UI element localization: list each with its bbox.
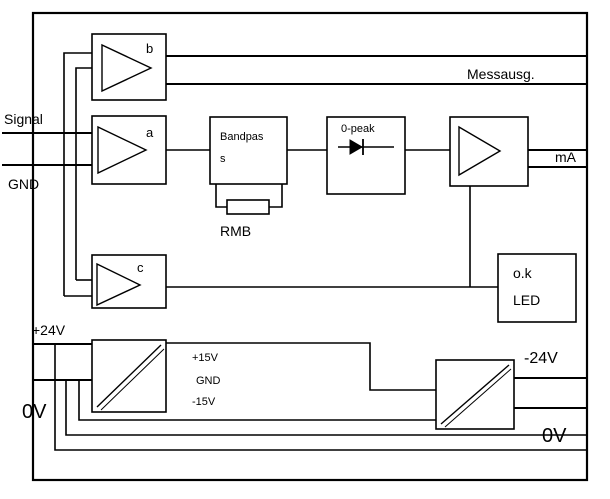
ok-led-label-line2: LED bbox=[513, 292, 540, 308]
minus15-label: -15V bbox=[192, 396, 216, 408]
amplifier-c-label: c bbox=[137, 260, 144, 275]
bandpass-filter: Bandpas s RMB bbox=[209, 116, 288, 239]
output-amplifier bbox=[449, 116, 529, 187]
amplifier-a-label: a bbox=[146, 125, 154, 140]
bandpass-label-line2: s bbox=[220, 153, 226, 165]
diode-icon bbox=[349, 139, 363, 155]
zero-v-right-label: 0V bbox=[542, 425, 567, 447]
amplifier-c-symbol bbox=[96, 262, 142, 307]
signal-chain-wiring bbox=[166, 149, 587, 288]
minus24v-label: -24V bbox=[524, 350, 558, 367]
ma-output-label: mA bbox=[555, 149, 577, 165]
ok-led-indicator: o.k LED bbox=[497, 253, 577, 323]
measurement-output-lines bbox=[166, 55, 587, 85]
rmb-resistor bbox=[226, 199, 270, 215]
zero-peak-detector: 0-peak bbox=[326, 116, 406, 195]
dc-dc-converter-negative bbox=[435, 359, 515, 430]
plus15-label: +15V bbox=[192, 352, 219, 364]
enclosure-frame bbox=[31, 11, 589, 482]
converter-negative-diagonal-2 bbox=[444, 368, 512, 428]
rmb-label: RMB bbox=[220, 223, 251, 239]
amplifier-a-symbol bbox=[97, 125, 148, 175]
gnd-input-label: GND bbox=[8, 176, 39, 192]
input-wiring bbox=[2, 52, 92, 297]
converter-main-diagonal bbox=[96, 344, 162, 408]
signal-label: Signal bbox=[4, 111, 43, 127]
power-wiring bbox=[33, 342, 587, 451]
amplifier-b-symbol bbox=[101, 43, 153, 93]
zero-v-left-label: 0V bbox=[22, 401, 47, 423]
dc-dc-converter-main: +15V GND -15V bbox=[91, 339, 221, 413]
zero-peak-label: 0-peak bbox=[341, 123, 375, 135]
bandpass-label-line1: Bandpas bbox=[220, 131, 264, 143]
gnd-out-label: GND bbox=[196, 375, 221, 387]
amplifier-c: c bbox=[91, 254, 167, 309]
supply-24v-label: +24V bbox=[32, 322, 66, 338]
amplifier-b: b bbox=[91, 33, 167, 101]
messausg-label: Messausg. bbox=[467, 66, 535, 82]
output-amplifier-symbol bbox=[458, 125, 502, 177]
converter-main-diagonal-2 bbox=[100, 348, 165, 411]
amplifier-a: a bbox=[91, 115, 167, 185]
amplifier-b-label: b bbox=[146, 41, 153, 56]
ok-led-label-line1: o.k bbox=[513, 265, 533, 281]
converter-negative-diagonal bbox=[440, 364, 510, 425]
